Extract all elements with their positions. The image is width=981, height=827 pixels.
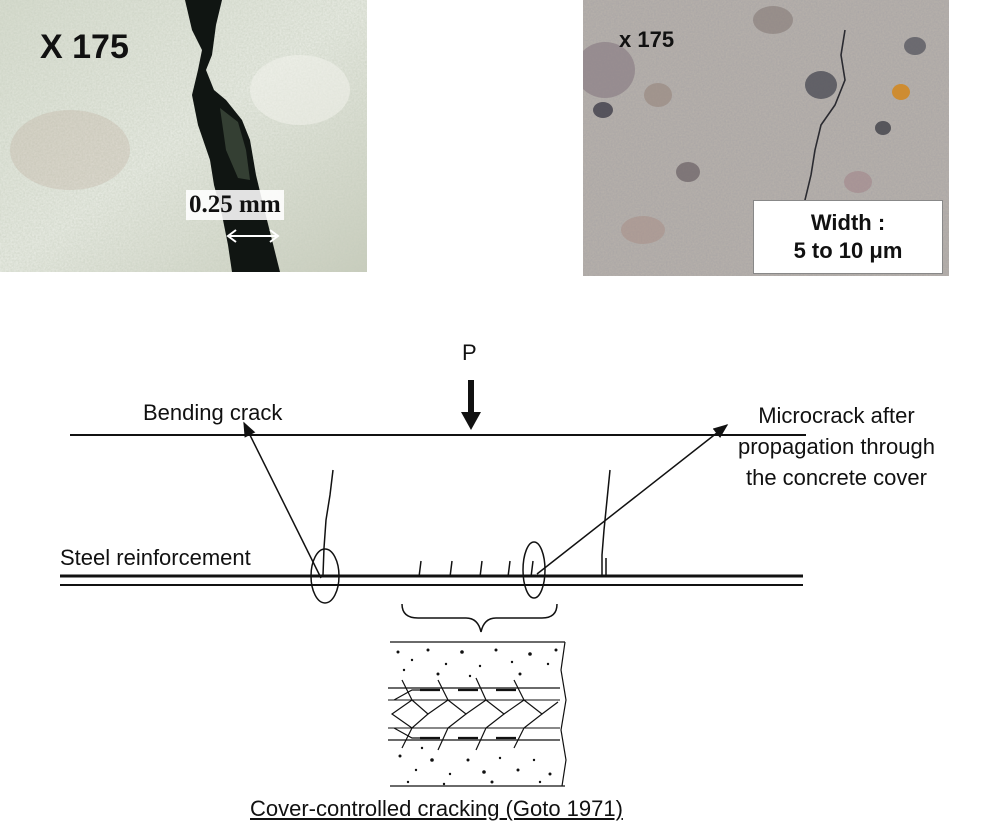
bending-crack-circle — [310, 548, 340, 604]
microcrack-label-line: propagation through — [738, 434, 935, 459]
curly-brace — [401, 603, 558, 633]
goto-sketch — [388, 640, 568, 788]
crack-width-label: 0.25 mm — [186, 190, 284, 220]
load-label: P — [462, 340, 477, 365]
bending-crack-pointer — [243, 421, 322, 579]
load-arrow — [461, 380, 481, 430]
width-value: 5 to 10 μm — [793, 238, 903, 263]
magnification-label: X 175 — [40, 28, 129, 66]
microcrack-label: Microcrack after propagation through the… — [738, 400, 935, 493]
steel-reinforcement-label: Steel reinforcement — [60, 545, 251, 570]
microcrack-circle — [522, 541, 546, 599]
magnification-label-right: x 175 — [619, 27, 675, 52]
microcrack-pointer — [536, 424, 729, 575]
microcrack-label-line: the concrete cover — [745, 465, 927, 490]
propagated-microcrack-line — [601, 469, 611, 577]
bending-crack-label: Bending crack — [143, 400, 283, 425]
microcrack-width-box: Width : 5 to 10 μm — [753, 200, 943, 274]
figure-caption: Cover-controlled cracking (Goto 1971) — [250, 796, 623, 821]
macrocrack-photo: X 175 0.25 mm — [0, 0, 367, 272]
cover-cracks — [418, 560, 534, 578]
microcrack-photo: x 175 Width : 5 to 10 μm — [583, 0, 949, 276]
microcrack-label-line: Microcrack after — [758, 403, 915, 428]
width-title: Width : — [810, 210, 886, 235]
steel-reinforcement — [60, 574, 803, 586]
bending-crack-line — [322, 469, 334, 576]
crack-width-arrow — [226, 229, 280, 243]
